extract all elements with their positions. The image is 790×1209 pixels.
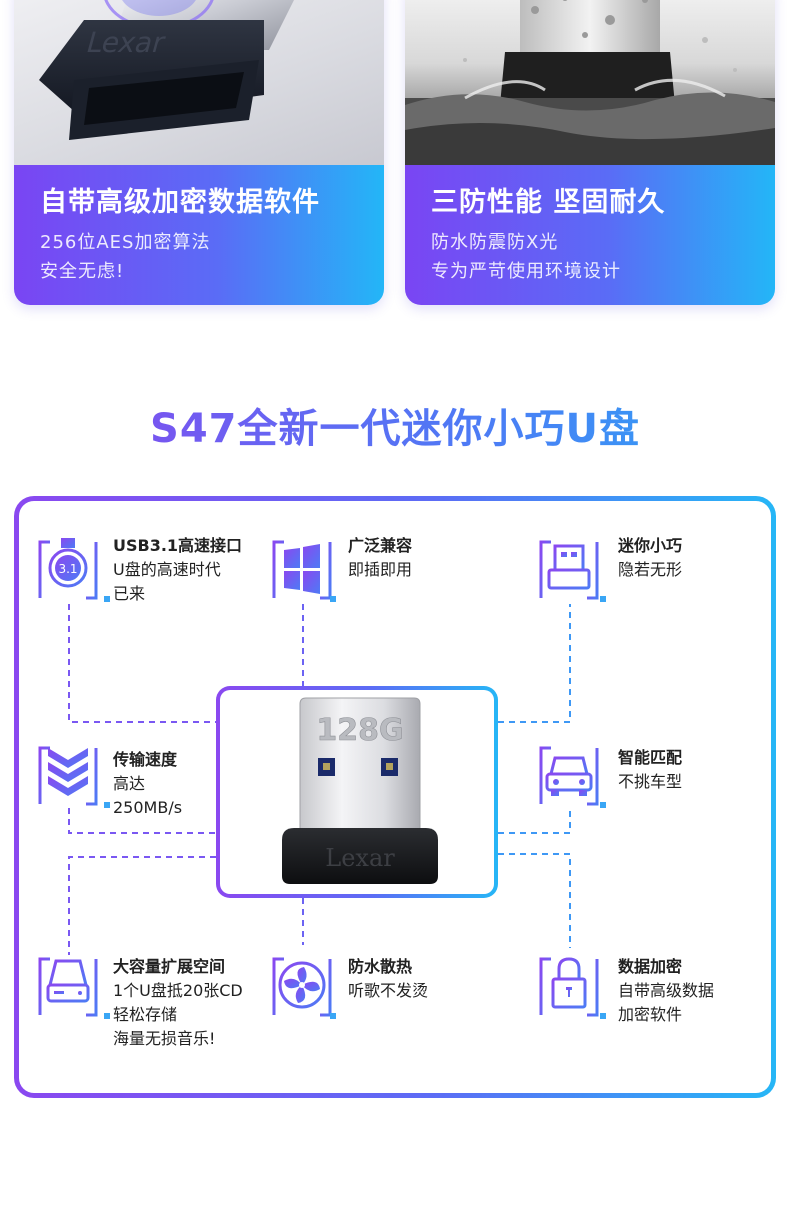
card-desc-line: 防水防震防X光	[431, 232, 559, 253]
feature-desc: 海量无损音乐!	[113, 1029, 216, 1048]
corner-dot	[104, 1013, 110, 1019]
corner-dot	[330, 596, 336, 602]
product-image-box: 128G Lexar	[216, 686, 498, 898]
card-title: 三防性能 坚固耐久	[431, 187, 666, 218]
corner-dot	[104, 802, 110, 808]
feature-title: 广泛兼容	[348, 536, 413, 555]
feature-encryption: 数据加密 自带高级数据 加密软件	[618, 955, 714, 1027]
feature-desc: 250MB/s	[113, 798, 183, 817]
corner-dot	[330, 1013, 336, 1019]
feature-desc: 1个U盘抵20张CD	[113, 981, 243, 1000]
feature-title: 大容量扩展空间	[113, 957, 226, 976]
feature-desc: 自带高级数据	[618, 981, 715, 1000]
feature-car-match: 智能匹配 不挑车型	[618, 746, 682, 794]
feature-mini-size: 迷你小巧 隐若无形	[618, 534, 682, 582]
card-desc-line: 安全无虑!	[40, 261, 125, 282]
feature-title: 智能匹配	[618, 748, 683, 767]
corner-dot	[104, 596, 110, 602]
corner-dot	[600, 596, 606, 602]
section-heading: S47全新一代迷你小巧U盘	[0, 396, 790, 454]
svg-text:Lexar: Lexar	[83, 26, 169, 58]
feature-desc: 已来	[113, 584, 146, 603]
mini-usb-icon	[539, 540, 599, 600]
feature-desc: U盘的高速时代	[113, 560, 221, 579]
capacity-label: 128G	[316, 713, 403, 748]
feature-title: 迷你小巧	[618, 536, 683, 555]
feature-usb31: USB3.1高速接口 U盘的高速时代 已来	[113, 534, 242, 606]
car-icon	[539, 746, 599, 806]
feature-desc: 轻松存储	[113, 1005, 178, 1024]
card-title: 自带高级加密数据软件	[40, 187, 320, 218]
lock-icon	[539, 957, 599, 1017]
speed-chevrons-icon	[38, 746, 98, 806]
usb-drive-photo: Lexar	[14, 0, 384, 165]
feature-desc: 高达	[113, 774, 146, 793]
windows-icon	[272, 540, 332, 600]
feature-desc: 不挑车型	[618, 772, 683, 791]
feature-card-durability: 三防性能 坚固耐久 防水防震防X光 专为严苛使用环境设计	[405, 0, 775, 305]
usb31-badge: 3.1	[58, 562, 77, 576]
feature-title: 数据加密	[618, 957, 683, 976]
hard-drive-icon	[38, 957, 98, 1017]
feature-waterproof-cooling: 防水散热 听歌不发烫	[348, 955, 428, 1003]
feature-card-encryption: Lexar 自带高级加密数据软件 256位AES加密算法 安全无虑!	[14, 0, 384, 305]
feature-speed: 传输速度 高达 250MB/s	[113, 748, 182, 820]
feature-desc: 隐若无形	[618, 560, 683, 579]
card-desc-line: 专为严苛使用环境设计	[431, 261, 621, 282]
feature-compatibility: 广泛兼容 即插即用	[348, 534, 412, 582]
usb31-icon: 3.1	[38, 538, 98, 600]
feature-title: 防水散热	[348, 957, 413, 976]
feature-title: 传输速度	[113, 750, 178, 769]
usb-in-water-photo	[405, 0, 775, 165]
fan-icon	[272, 957, 332, 1017]
usb-drive-product-icon: 128G Lexar	[282, 697, 438, 884]
feature-desc: 即插即用	[348, 560, 413, 579]
brand-label: Lexar	[325, 844, 395, 872]
feature-capacity: 大容量扩展空间 1个U盘抵20张CD 轻松存储 海量无损音乐!	[113, 955, 243, 1051]
corner-dot	[600, 1013, 606, 1019]
feature-desc: 加密软件	[618, 1005, 683, 1024]
card-desc-line: 256位AES加密算法	[40, 232, 211, 253]
feature-title: USB3.1高速接口	[113, 536, 243, 555]
corner-dot	[600, 802, 606, 808]
feature-desc: 听歌不发烫	[348, 981, 429, 1000]
